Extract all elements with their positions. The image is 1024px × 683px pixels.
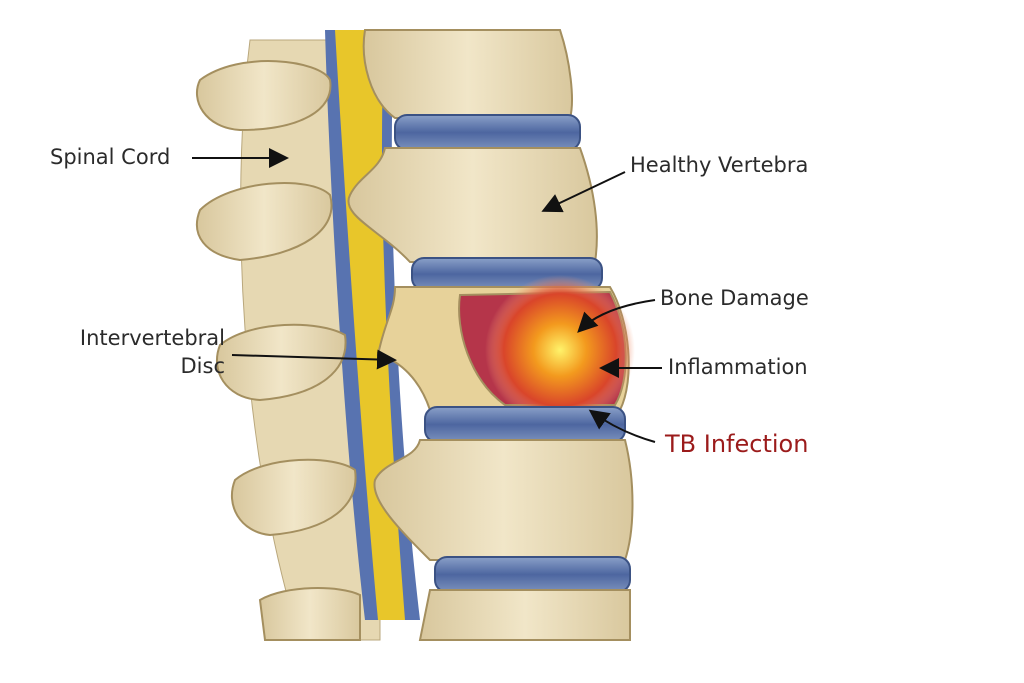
- disc: [394, 114, 581, 151]
- label-intervertebral-disc: Intervertebral Disc: [62, 326, 225, 378]
- disc-arrow: [231, 349, 397, 370]
- bone-damage-arrow: [577, 299, 656, 333]
- spinous-processes: [195, 60, 361, 641]
- tb-infection-arrow: [588, 409, 656, 443]
- label-bone-damage: Bone Damage: [660, 286, 809, 310]
- label-healthy-vertebra: Healthy Vertebra: [630, 153, 809, 177]
- label-inflammation: Inflammation: [668, 355, 808, 379]
- label-tb-infection: TB Infection: [665, 430, 809, 458]
- vertebral-bodies: [347, 29, 635, 641]
- label-arrows: [192, 148, 662, 443]
- disc: [434, 556, 631, 593]
- disc: [424, 406, 626, 443]
- label-disc-line2: Disc: [180, 354, 226, 378]
- label-spinal-cord: Spinal Cord: [50, 145, 171, 169]
- healthy-vertebra-arrow: [541, 171, 626, 213]
- label-disc-line1: Intervertebral: [79, 326, 225, 350]
